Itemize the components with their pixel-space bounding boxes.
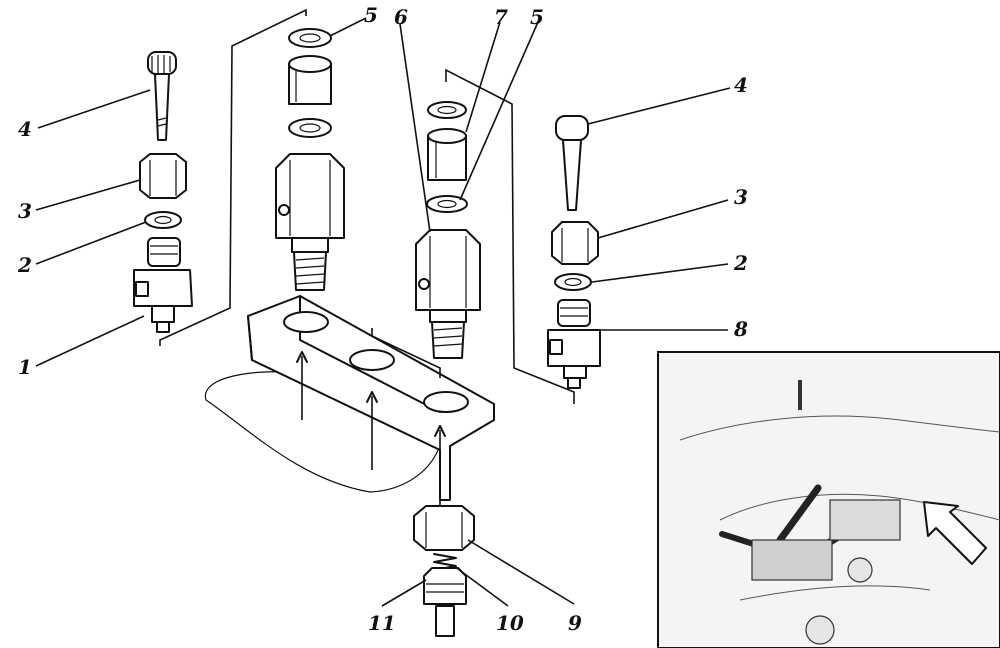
callout-11: 11 [368,611,396,635]
callout-5-left: 5 [364,3,378,27]
part-9-nut [413,505,475,551]
part-7-top-washer [427,101,467,119]
part-2-left-washer [144,211,182,229]
part-union-body-left [275,153,345,291]
part-4-right-bleed-screw [555,115,589,211]
callout-3-right: 3 [734,185,748,209]
part-11-fitting [423,567,467,637]
callout-9: 9 [568,611,582,635]
callout-labels: 4 3 2 1 5 6 7 5 4 3 2 8 9 10 11 [17,3,748,635]
part-2-right-washer [554,273,592,291]
part-6-union-body [415,229,481,359]
bracket-right-group [445,68,575,404]
bracket-left-group [159,8,307,346]
part-4-left-bleed-screw [147,51,177,141]
part-3-left-nut [139,153,187,199]
callout-6: 6 [394,5,408,29]
inset-photo [657,351,1000,648]
leader-lines [35,17,731,607]
callout-5-right: 5 [530,5,544,29]
part-5-top-washer [288,28,332,48]
callout-4-right: 4 [734,73,748,97]
part-spacer-sleeve-left [288,55,332,105]
part-lower-washer-left [288,118,332,138]
callout-1: 1 [18,355,32,379]
part-8-valve-body [547,299,601,389]
mounting-bracket [204,295,495,506]
part-7-spacer-sleeve [427,128,467,181]
callout-10: 10 [496,611,524,635]
callout-8: 8 [733,317,748,341]
part-1-valve-body [133,237,193,333]
callout-2-left: 2 [17,253,32,277]
part-5-right-washer [426,195,468,213]
callout-3-left: 3 [18,199,32,223]
callout-2-right: 2 [733,251,748,275]
callout-4-left: 4 [18,117,32,141]
part-3-right-nut [551,221,599,265]
callout-7: 7 [494,5,508,29]
inset-arrow-icon [923,501,987,565]
